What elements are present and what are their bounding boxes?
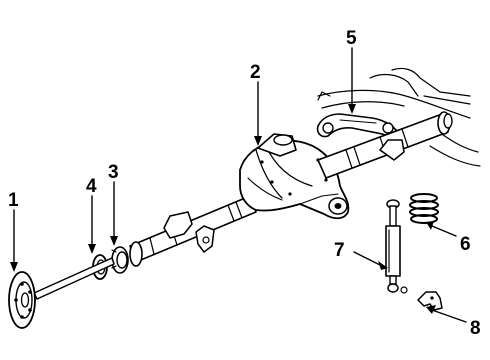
axle-housing [129, 111, 453, 267]
coil-spring [409, 193, 439, 224]
callout-1: 1 [8, 190, 19, 211]
callout-5: 5 [346, 28, 357, 49]
callout-2: 2 [250, 62, 261, 83]
callout-4: 4 [86, 176, 97, 197]
shock-absorber [385, 199, 408, 294]
upper-control-arm [316, 113, 399, 138]
callout-labels: 1 2 3 4 5 6 7 8 [8, 28, 481, 339]
callout-3: 3 [108, 162, 119, 183]
axle-shaft [8, 257, 115, 329]
bracket [417, 291, 443, 311]
callout-6: 6 [460, 234, 471, 255]
callout-7: 7 [334, 240, 345, 261]
leader-lines [10, 47, 467, 323]
callout-8: 8 [470, 318, 481, 339]
bearing [111, 246, 129, 274]
